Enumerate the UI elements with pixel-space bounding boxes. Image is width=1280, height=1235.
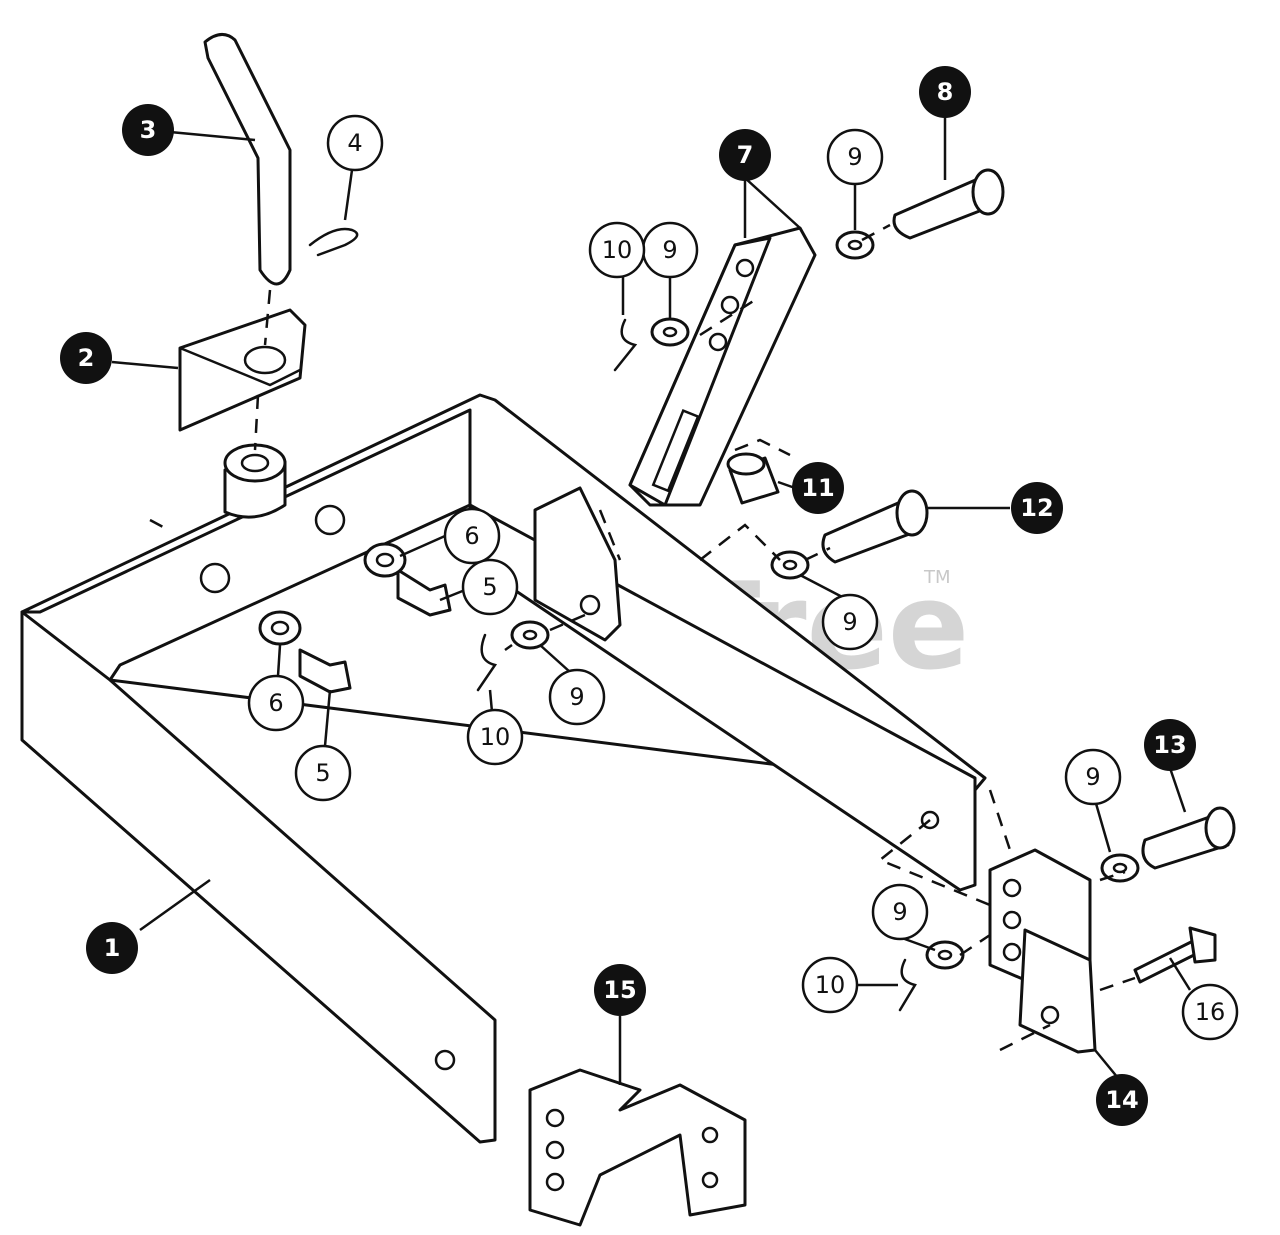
- part-8-clevis-pin: [892, 168, 1005, 240]
- part-11-spacer: [726, 452, 780, 505]
- callout-11: 11: [792, 462, 844, 514]
- svg-text:16: 16: [1195, 998, 1226, 1026]
- svg-text:9: 9: [1085, 763, 1100, 791]
- callout-10a: 10: [588, 221, 646, 279]
- svg-text:5: 5: [482, 573, 497, 601]
- part-2-bracket: [178, 308, 307, 432]
- part-1-frame: [20, 393, 987, 1144]
- callout-12: 12: [1011, 482, 1063, 534]
- svg-text:1: 1: [104, 934, 121, 962]
- part-5-bolts: [298, 568, 452, 694]
- svg-text:13: 13: [1153, 731, 1186, 759]
- callout-6a: 6: [443, 507, 501, 565]
- svg-text:6: 6: [464, 522, 479, 550]
- svg-text:8: 8: [937, 78, 954, 106]
- part-15-z-bracket: [528, 1068, 747, 1227]
- svg-text:2: 2: [78, 344, 95, 372]
- callout-9c: 9: [821, 593, 879, 651]
- callout-10c: 10: [801, 956, 859, 1014]
- callout-9f: 9: [871, 883, 929, 941]
- callout-15: 15: [594, 964, 646, 1016]
- svg-text:9: 9: [569, 683, 584, 711]
- part-4-cotter-pin: [308, 227, 359, 257]
- callout-9d: 9: [548, 668, 606, 726]
- callout-13: 13: [1144, 719, 1196, 771]
- callout-14: 14: [1096, 1074, 1148, 1126]
- svg-text:6: 6: [268, 689, 283, 717]
- callout-16: 16: [1181, 983, 1239, 1041]
- part-10-hair-pins: [476, 318, 917, 1012]
- svg-text:10: 10: [480, 723, 511, 751]
- svg-text:12: 12: [1020, 494, 1053, 522]
- callout-10b: 10: [466, 708, 524, 766]
- callout-6b: 6: [247, 674, 305, 732]
- part-6-nuts: [258, 542, 407, 646]
- svg-text:9: 9: [842, 608, 857, 636]
- svg-text:4: 4: [347, 129, 362, 157]
- callout-2: 2: [60, 332, 112, 384]
- svg-text:9: 9: [847, 143, 862, 171]
- svg-text:11: 11: [801, 474, 834, 502]
- part-13-pin: [1141, 806, 1236, 870]
- svg-text:5: 5: [315, 759, 330, 787]
- callout-3: 3: [122, 104, 174, 156]
- part-7-links: [628, 226, 817, 507]
- svg-text:10: 10: [815, 971, 846, 999]
- part-14-bracket: [988, 848, 1097, 1054]
- callout-9b: 9: [641, 221, 699, 279]
- assembly-lines: [149, 223, 1136, 1052]
- watermark-trademark: TM: [923, 567, 951, 588]
- svg-text:7: 7: [737, 141, 754, 169]
- svg-text:9: 9: [662, 236, 677, 264]
- frame-mount-plate: [533, 486, 622, 642]
- callout-9e: 9: [1064, 748, 1122, 806]
- svg-text:14: 14: [1105, 1086, 1138, 1114]
- svg-text:9: 9: [892, 898, 907, 926]
- part-16-bolt: [1133, 926, 1217, 984]
- svg-text:10: 10: [602, 236, 633, 264]
- callout-5a: 5: [461, 558, 519, 616]
- callout-7: 7: [719, 129, 771, 181]
- callout-5b: 5: [294, 744, 352, 802]
- callout-1: 1: [86, 922, 138, 974]
- callout-4: 4: [326, 114, 384, 172]
- callout-8: 8: [919, 66, 971, 118]
- callout-9a: 9: [826, 128, 884, 186]
- part-3-handle-pin: [203, 33, 292, 286]
- part-12-pin: [821, 489, 929, 564]
- svg-text:3: 3: [140, 116, 157, 144]
- svg-text:15: 15: [603, 976, 636, 1004]
